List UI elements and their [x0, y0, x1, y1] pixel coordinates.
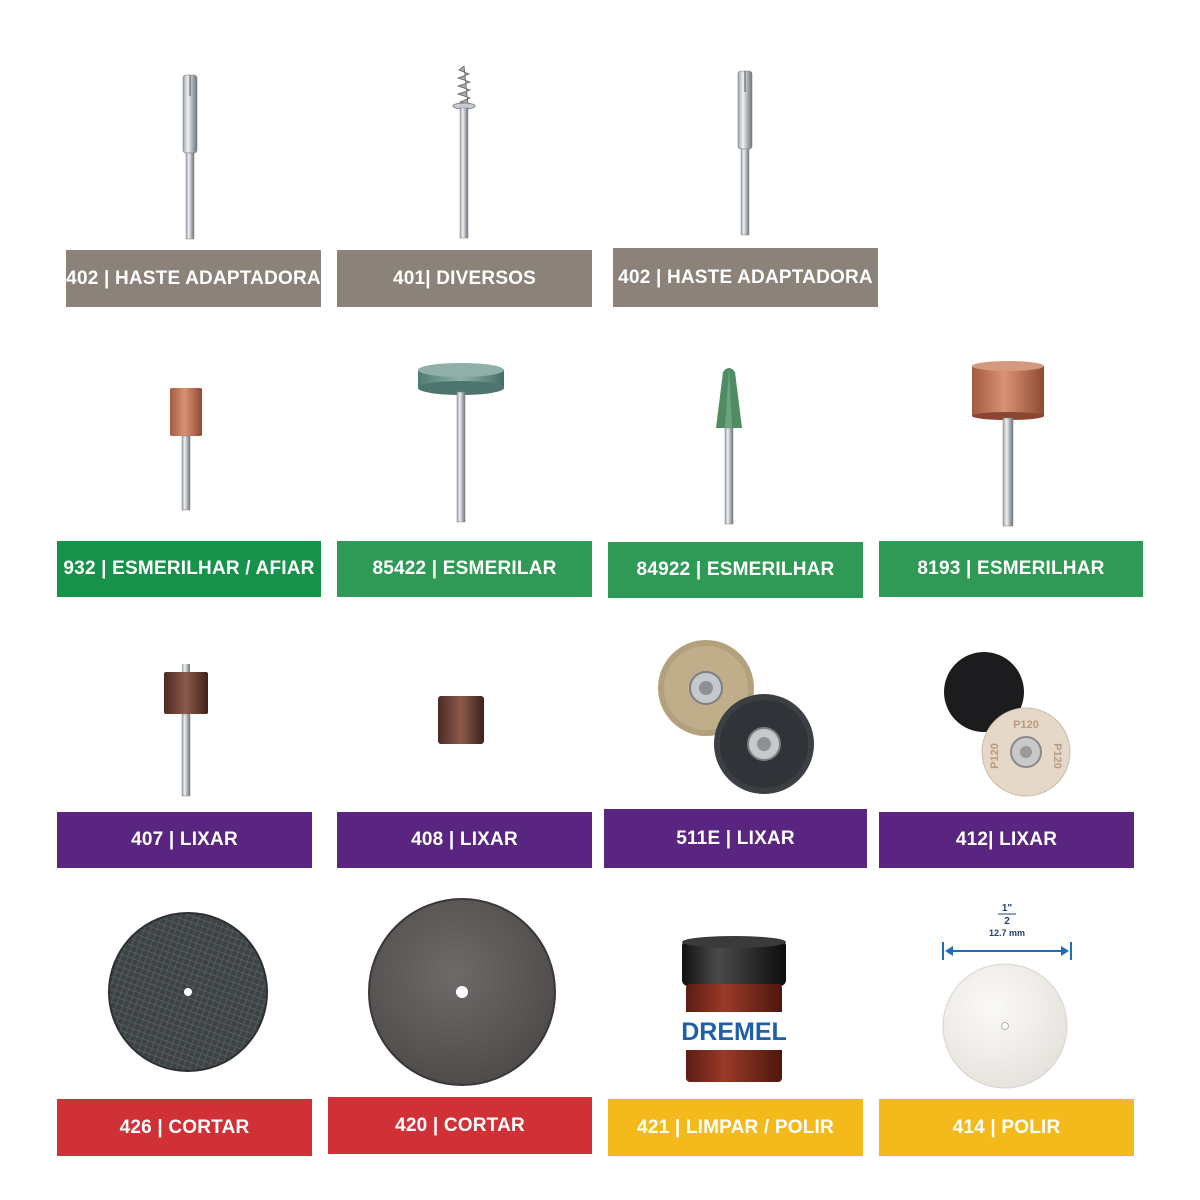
dimension-mm: 12.7 mm [989, 928, 1025, 938]
svg-text:P120: P120 [989, 743, 1001, 769]
svg-text:P120: P120 [1013, 719, 1039, 731]
dimension-fraction-num: 1" [1002, 903, 1013, 914]
jar-brand-text: DREMEL [681, 1018, 787, 1046]
sanding-discs-icon: P120 P120 P120 [936, 650, 1072, 798]
product-label: 408 | LIXAR [337, 812, 592, 868]
screw-mandrel-icon [444, 62, 484, 242]
product-label: 426 | CORTAR [57, 1099, 312, 1156]
grinding-stone-large-icon [970, 360, 1046, 528]
mandrel-icon [725, 68, 765, 238]
reinforced-cut-off-wheel-icon [106, 910, 270, 1074]
product-label: 511E | LIXAR [604, 809, 867, 868]
product-label: 420 | CORTAR [328, 1097, 592, 1154]
mandrel-icon [170, 72, 210, 242]
polishing-compound-jar-icon: DREMEL [678, 934, 790, 1086]
sanding-drum-icon [160, 664, 212, 798]
product-label: 8193 | ESMERILHAR [879, 541, 1143, 597]
product-label: 85422 | ESMERILAR [337, 541, 592, 597]
grinding-stone-cone-icon [714, 366, 744, 526]
product-label: 402 | HASTE ADAPTADORA [613, 248, 878, 307]
product-label: 932 | ESMERILHAR / AFIAR [57, 541, 321, 597]
dimension-annotation: 1" 2 12.7 mm [940, 900, 1074, 962]
product-label: 401| DIVERSOS [337, 250, 592, 307]
product-label: 84922 | ESMERILHAR [608, 542, 863, 598]
cut-off-wheel-icon [366, 896, 558, 1088]
product-label: 407 | LIXAR [57, 812, 312, 868]
svg-text:P120: P120 [1051, 743, 1063, 769]
grinding-wheel-icon [416, 362, 506, 524]
grinding-stone-cylinder-icon [166, 386, 206, 512]
product-label: 421 | LIMPAR / POLIR [608, 1099, 863, 1156]
finishing-abrasive-buffs-icon [654, 636, 824, 796]
product-label: 402 | HASTE ADAPTADORA [66, 250, 321, 307]
felt-polishing-wheel-icon [941, 962, 1069, 1090]
product-label: 412| LIXAR [879, 812, 1134, 868]
sanding-band-icon [436, 694, 486, 746]
product-label: 414 | POLIR [879, 1099, 1134, 1156]
dimension-fraction-den: 2 [1004, 916, 1010, 927]
